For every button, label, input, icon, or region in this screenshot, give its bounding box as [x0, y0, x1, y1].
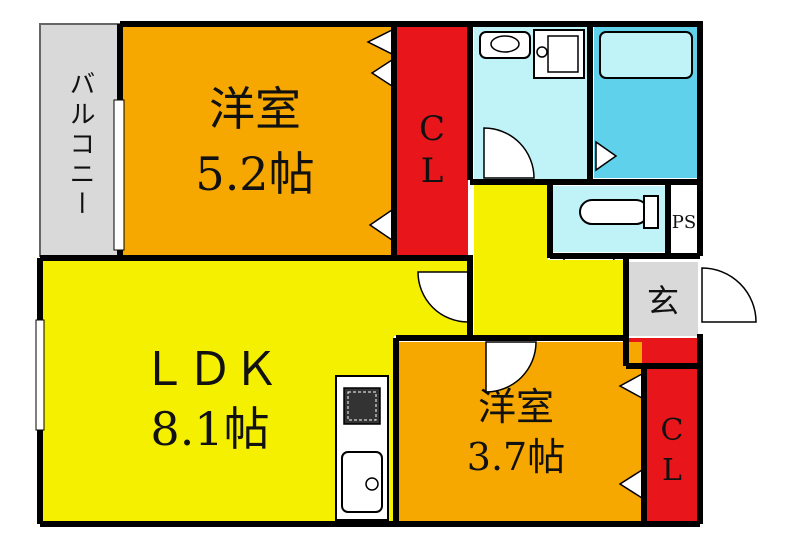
- closet-2: [646, 368, 698, 522]
- ldk-name: ＬＤＫ: [141, 342, 279, 396]
- bedroom-1: [122, 26, 392, 256]
- washing-machine-icon: [533, 29, 585, 79]
- door-arc-bedroom-2: [485, 341, 537, 393]
- closet-2-c: C: [661, 413, 684, 448]
- balcony-label: バルコニー: [65, 70, 95, 220]
- bedroom-2-size: 3.7帖: [467, 435, 565, 479]
- ps-label: PS: [672, 212, 696, 233]
- bedroom-1-size: 5.2帖: [195, 147, 314, 201]
- sink-basin: [490, 35, 520, 53]
- entrance-label: 玄: [647, 282, 679, 320]
- bathtub-icon: [599, 31, 693, 79]
- closet-1-l: L: [421, 151, 444, 191]
- hallway: [474, 184, 626, 336]
- window-ldk: [35, 319, 45, 431]
- closet-2-l: L: [662, 453, 682, 488]
- stove-icon: [343, 387, 381, 425]
- window-balcony: [113, 99, 125, 251]
- kitchen-sink-drain: [365, 477, 379, 491]
- closet-1-c: C: [419, 109, 445, 149]
- pipe-space: [670, 186, 698, 252]
- kitchen-sink-icon: [341, 451, 383, 513]
- bedroom-1-name: 洋室: [209, 82, 301, 136]
- washing-machine-panel: [547, 35, 579, 73]
- toilet-tank: [643, 195, 659, 229]
- bath-door-marker: [595, 140, 618, 172]
- entrance: [628, 262, 698, 336]
- closet-1: [396, 26, 468, 256]
- washing-machine-drum: [536, 46, 548, 58]
- ldk-size: 8.1帖: [150, 402, 269, 456]
- balcony-area: [39, 23, 121, 257]
- front-door-arc: [701, 267, 757, 323]
- toilet-icon: [579, 199, 649, 225]
- stove-burners: [347, 391, 377, 421]
- door-arc-ldk: [417, 271, 469, 323]
- door-arc-washroom: [483, 127, 535, 179]
